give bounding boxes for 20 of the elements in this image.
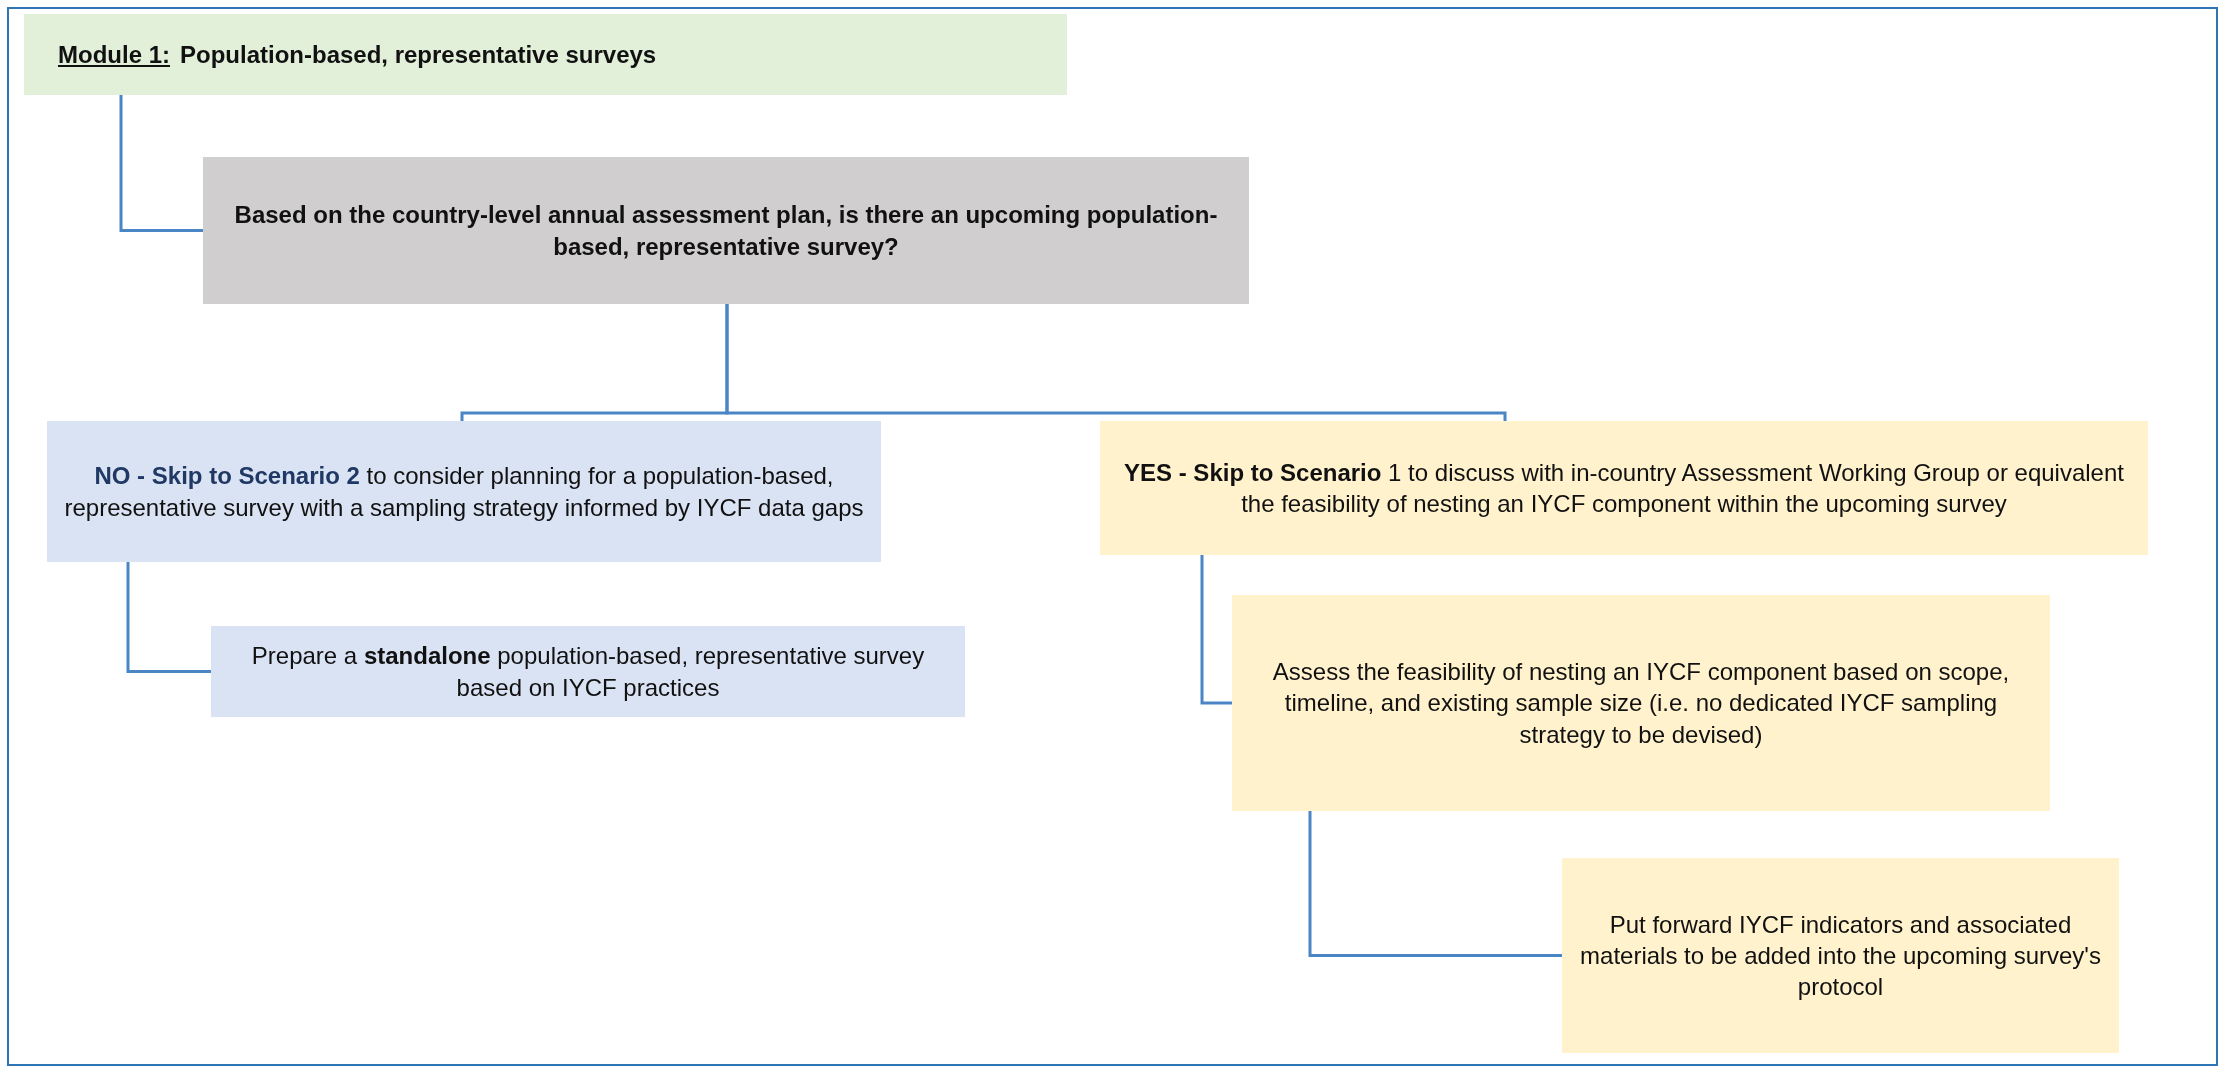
- connector-line: [725, 304, 1507, 422]
- step-text: YES - Skip to Scenario 1 to discuss with in-country Assessment Working Group or equivalent the feasibility of nesting an IYCF component within the upcoming survey: [1123, 457, 2125, 519]
- title-box: [24, 14, 1067, 95]
- step-text: Assess the feasibility of nesting an IYCF component based on scope, timeline, and existing sample size (i.e. no dedicated IYCF sampling strategy to be devised): [1271, 657, 2011, 750]
- heading-text: Population-based, representative surveys: [180, 39, 657, 70]
- step-text: Prepare a standalone population-based, representative survey based on IYCF practices: [250, 641, 926, 703]
- module-label: Module 1:: [58, 39, 170, 70]
- connector-line: [1200, 555, 1232, 705]
- process-box: [1100, 421, 2148, 555]
- step-text: NO - Skip to Scenario 2 to consider planning for a population-based, representative survey with a sampling strategy informed by IYCF data gaps: [63, 461, 865, 523]
- connector-line: [119, 95, 203, 232]
- process-box: [1232, 595, 2050, 811]
- decision-box: [203, 157, 1249, 304]
- process-box: [47, 421, 881, 562]
- connector-line: [126, 562, 211, 673]
- connector-line: [1308, 811, 1562, 957]
- process-box: [211, 626, 965, 717]
- process-box: [1562, 858, 2119, 1053]
- step-text: Put forward IYCF indicators and associated materials to be added into the upcoming survey's protocol: [1579, 909, 2102, 1003]
- question-text: Based on the country-level annual assessment plan, is there an upcoming population-based, representative survey?: [233, 200, 1219, 262]
